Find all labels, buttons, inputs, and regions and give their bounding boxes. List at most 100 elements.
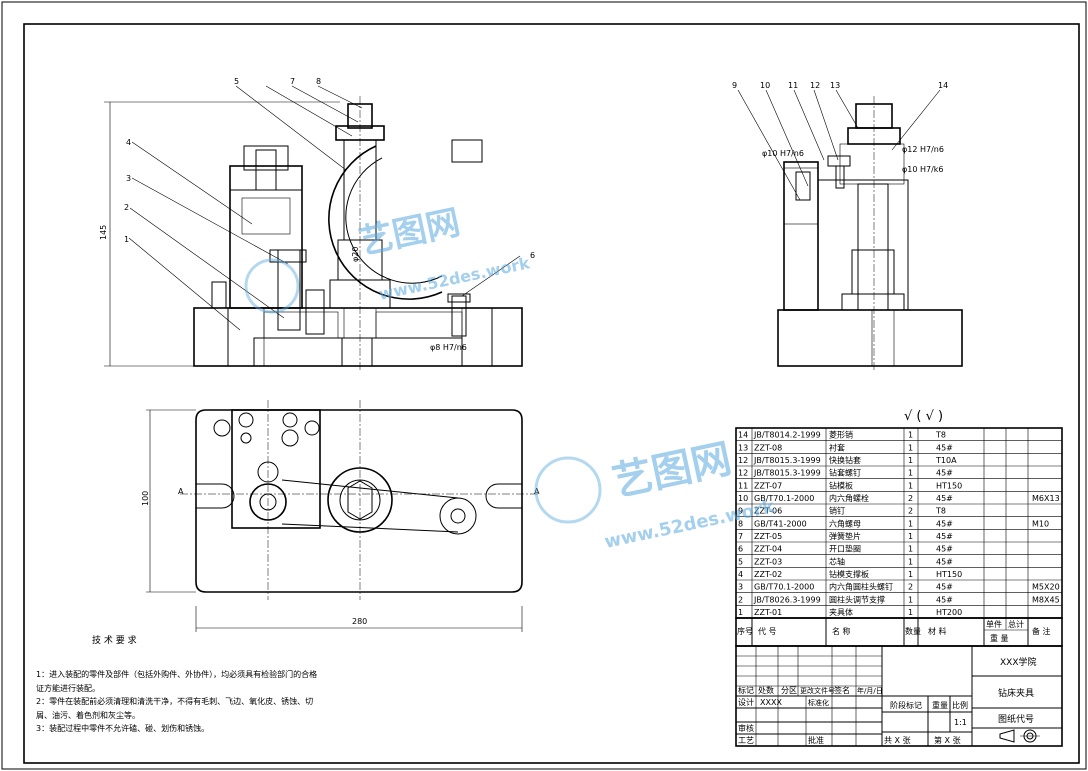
bom-cell-material: 45#	[936, 443, 953, 452]
bom-cell-material: 45#	[936, 583, 953, 592]
bom-cell-qty: 1	[908, 431, 913, 440]
bom-cell-material: 45#	[936, 532, 953, 541]
front-view: 1 2 3 4 5 6 7 8 145 φ20 φ8 H7/n6	[99, 77, 535, 372]
bom-cell-qty: 2	[908, 507, 913, 516]
bom-cell-no: 14	[738, 431, 748, 440]
notes-line-5: 3：装配过程中零件不允许磕、碰、划伤和锈蚀。	[36, 723, 209, 733]
notes-heading: 技 术 要 求	[92, 634, 137, 646]
technical-requirements: 技 术 要 求 1：进入装配的零件及部件（包括外购件、外协件），均必须具有检验部…	[36, 634, 317, 733]
bom-cell-qty: 1	[908, 570, 913, 579]
rev-date: 年/月/日	[857, 686, 883, 695]
balloon-7: 7	[290, 77, 295, 86]
bom-cell-no: 6	[738, 545, 743, 554]
bom-cell-material: 45#	[936, 557, 953, 566]
bom-header-total: 总计	[1008, 619, 1024, 629]
balloon-6: 6	[530, 251, 535, 260]
bom-cell-no: 4	[738, 570, 743, 579]
bom-cell-no: 12	[738, 456, 748, 465]
bom-cell-material: T10A	[935, 456, 957, 465]
sheets-total: 共 X 张	[884, 736, 911, 745]
bom-cell-material: 45#	[936, 494, 953, 503]
bom-cell-note: M6X13	[1032, 494, 1060, 503]
bom-cell-name: 芯轴	[829, 556, 845, 566]
bom-cell-code: ZZT-05	[754, 532, 782, 541]
school-name: XXX学院	[1000, 656, 1037, 668]
bom-cell-code: ZZT-03	[754, 557, 782, 566]
bom-cell-code: ZZT-06	[754, 507, 782, 516]
bom-cell-note: M10	[1032, 519, 1049, 528]
bom-cell-code: ZZT-08	[754, 443, 782, 452]
balloon-3: 3	[126, 174, 131, 183]
bom-cell-no: 13	[738, 443, 748, 452]
bom-cell-qty: 1	[908, 557, 913, 566]
bom-cell-name: 夹具体	[829, 607, 853, 617]
design-label: 设计	[738, 697, 754, 707]
bom-cell-no: 2	[738, 595, 743, 604]
balloon-2: 2	[124, 203, 129, 212]
balloon-5: 5	[234, 77, 239, 86]
bom-cell-note: M8X45	[1032, 595, 1060, 604]
bom-cell-qty: 2	[908, 583, 913, 592]
top-view: 280 100 A A	[141, 400, 540, 632]
notes-line-2: 证方能进行装配。	[36, 683, 100, 693]
bom-cell-name: 六角螺母	[829, 518, 861, 528]
rev-zone: 分区	[781, 686, 797, 695]
bom-cell-name: 销钉	[829, 506, 845, 516]
title-block: 标记 处数 分区 更改文件号 签名 年/月/日 设计 XXXX 标准化 审核 工…	[735, 645, 1063, 747]
bom-header-qty: 数量	[905, 626, 921, 636]
bom-cell-material: HT150	[936, 570, 962, 579]
bom-cell-qty: 1	[908, 545, 913, 554]
bom-cell-qty: 1	[908, 519, 913, 528]
watermark-logo-text-1: 艺图网	[356, 202, 464, 262]
bom-cell-name: 内六角圆柱头螺钉	[829, 582, 893, 592]
approve-label: 批准	[808, 735, 824, 745]
balloon-10: 10	[760, 81, 770, 90]
rev-doc: 更改文件号	[800, 686, 835, 695]
bom-cell-name: 弹簧垫片	[829, 531, 861, 541]
bom-cell-material: 45#	[936, 519, 953, 528]
bom-cell-no: 7	[738, 532, 743, 541]
bom-header-weight: 重 量	[990, 633, 1009, 643]
balloon-12: 12	[810, 81, 820, 90]
bom-cell-material: 45#	[936, 469, 953, 478]
bom-cell-note: M5X20	[1032, 583, 1060, 592]
bom-cell-material: T8	[935, 507, 946, 516]
balloon-11: 11	[788, 81, 798, 90]
rev-count: 处数	[758, 685, 774, 695]
bom-cell-qty: 1	[908, 481, 913, 490]
bom-header-name: 名 称	[832, 626, 851, 636]
side-view: 9 10 11 12 13 14 φ10 H7/n6 φ12 H7/n6 φ10…	[732, 81, 963, 372]
bom-cell-qty: 1	[908, 469, 913, 478]
bom-header-mat: 材 料	[928, 626, 947, 636]
bom-cell-material: 45#	[936, 595, 953, 604]
fit-left: φ10 H7/n6	[762, 149, 804, 158]
bom-cell-no: 5	[738, 557, 743, 566]
bom-cell-material: 45#	[936, 545, 953, 554]
bom-cell-material: HT150	[936, 481, 962, 490]
bom-cell-qty: 1	[908, 456, 913, 465]
dim-bore: φ20	[351, 247, 360, 262]
bom-cell-name: 圆柱头调节支撑	[829, 594, 885, 604]
bom-cell-code: JB/T8015.3-1999	[753, 469, 821, 478]
bom-cell-name: 快换钻套	[829, 455, 861, 465]
balloon-9: 9	[732, 81, 737, 90]
sheet-number: 第 X 张	[934, 735, 961, 745]
bom-cell-code: GB/T70.1-2000	[754, 494, 814, 503]
bom-cell-qty: 1	[908, 443, 913, 452]
bom-cell-name: 内六角螺栓	[829, 493, 869, 503]
dim-width: 280	[352, 617, 367, 626]
inner-border	[23, 23, 1080, 764]
stage-mark-label: 阶段标记	[890, 700, 922, 710]
balloon-14: 14	[938, 81, 948, 90]
standard-label: 标准化	[808, 698, 829, 707]
bom-header-no: 序号	[737, 626, 753, 636]
fit-note-front: φ8 H7/n6	[430, 343, 467, 352]
drawing-name: 钻床夹具	[998, 687, 1034, 699]
bom-cell-name: 钻模支撑板	[829, 569, 869, 579]
bom-cell-no: 11	[738, 481, 748, 490]
scale-value: 1:1	[954, 718, 967, 727]
drawing-code-label: 图纸代号	[998, 713, 1034, 725]
bom-cell-name: 钻套螺钉	[829, 468, 861, 478]
process-label: 工艺	[738, 736, 754, 745]
